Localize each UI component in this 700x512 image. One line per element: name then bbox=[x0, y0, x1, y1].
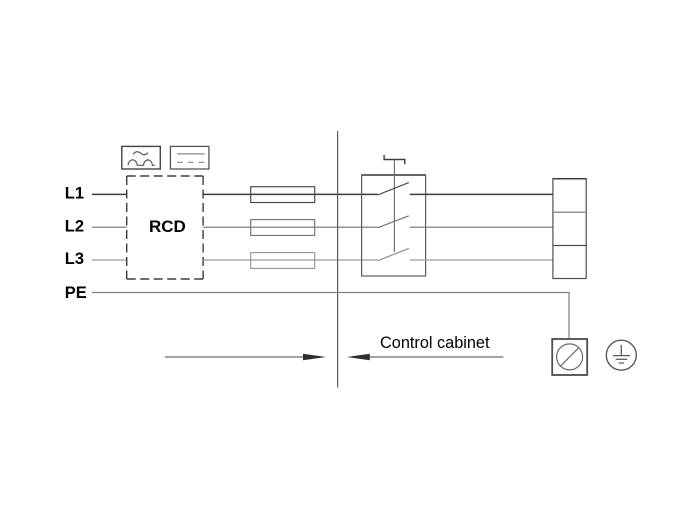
svg-text:L1: L1 bbox=[65, 185, 84, 203]
svg-text:PE: PE bbox=[65, 284, 87, 302]
svg-text:Control cabinet: Control cabinet bbox=[380, 334, 490, 352]
svg-text:L3: L3 bbox=[65, 250, 84, 268]
svg-text:L2: L2 bbox=[65, 217, 84, 235]
svg-text:RCD: RCD bbox=[149, 217, 186, 236]
